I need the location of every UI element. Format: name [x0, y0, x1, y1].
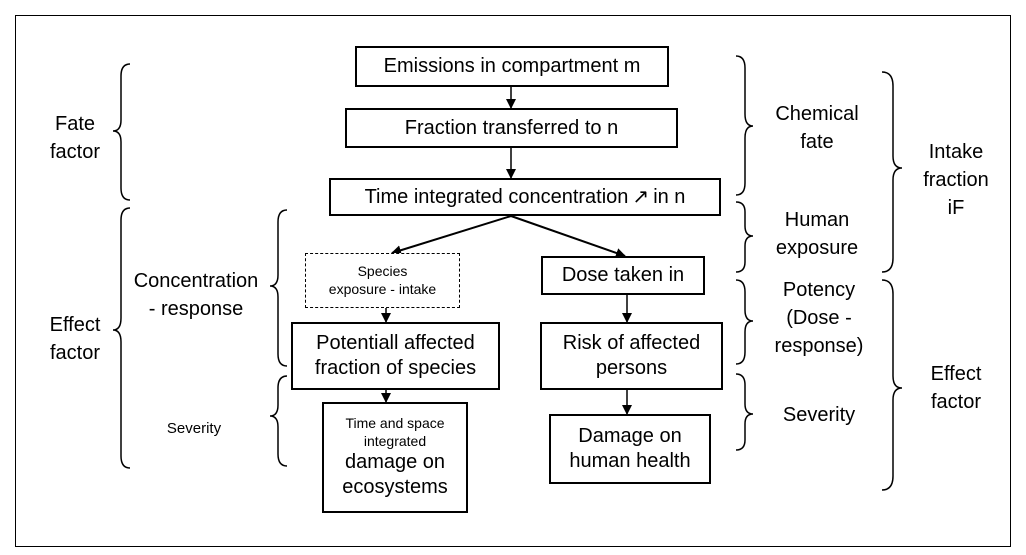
label-chemical-fate: Chemical fate: [757, 98, 877, 158]
node-potentially-affected-fraction: Potentiall affected fraction of species: [291, 322, 500, 390]
arrow-concentration-to-species: [391, 215, 512, 256]
label-fate-line1: Fate: [54, 113, 96, 135]
label-conc-resp-line2: - response: [148, 298, 244, 320]
node-human-damage-line1: Damage on: [578, 425, 682, 447]
label-human-exp-line2: exposure: [775, 237, 859, 259]
label-potency-line1: Potency: [782, 279, 856, 301]
label-intake-fraction: Intake fraction iF: [908, 136, 1004, 224]
brace-severity-right: [735, 373, 754, 451]
label-severity-right-text: Severity: [782, 404, 856, 426]
increase-arrow-icon: ↗: [632, 185, 650, 208]
label-fate-line2: factor: [49, 141, 101, 163]
node-human-health-damage: Damage on human health: [549, 414, 711, 484]
label-concentration-response: Concentration - response: [120, 264, 272, 326]
label-potency: Potency (Dose - response): [757, 274, 881, 362]
node-species-exposure: Species exposure - intake: [305, 253, 460, 308]
label-effect-factor-left: Effect factor: [30, 309, 120, 369]
node-species-exposure-line2: exposure - intake: [328, 280, 437, 297]
node-risk-line2: persons: [595, 357, 668, 379]
label-intake-line2: fraction: [923, 169, 989, 191]
label-effect-right-line2: factor: [930, 391, 982, 413]
brace-severity-left: [269, 375, 288, 467]
node-time-integrated-concentration: Time integrated concentration ↗ in n: [329, 178, 721, 216]
node-emissions-label: Emissions in compartment m: [383, 55, 641, 77]
brace-effect-factor-right: [881, 279, 903, 491]
node-paf-line1: Potentiall affected: [316, 332, 475, 354]
label-human-exposure: Human exposure: [757, 204, 877, 264]
brace-intake-fraction: [881, 71, 903, 273]
label-chem-fate-line1: Chemical: [775, 103, 859, 125]
diagram-frame: [15, 15, 1011, 547]
node-eco-damage-line3: damage on: [344, 451, 446, 473]
label-effect-left-line1: Effect: [49, 314, 101, 336]
node-emissions: Emissions in compartment m: [355, 46, 669, 87]
label-effect-right-line1: Effect: [930, 363, 982, 385]
node-risk-affected-persons: Risk of affected persons: [540, 322, 723, 390]
brace-concentration-response: [269, 209, 288, 367]
node-fraction-label: Fraction transferred to n: [404, 116, 619, 139]
label-potency-line2: (Dose -: [786, 307, 852, 329]
node-eco-damage-line2: integrated: [363, 432, 427, 449]
label-severity-left: Severity: [150, 416, 238, 440]
arrow-concentration-to-dose: [510, 215, 626, 258]
brace-human-exposure: [735, 201, 754, 273]
node-human-damage-line2: human health: [569, 450, 691, 472]
label-effect-left-line2: factor: [49, 342, 101, 364]
brace-fate-factor: [112, 63, 131, 201]
label-severity-right: Severity: [757, 400, 881, 430]
label-potency-line3: response): [774, 335, 864, 357]
label-human-exp-line1: Human: [784, 209, 850, 231]
brace-chemical-fate: [735, 55, 754, 196]
label-intake-line3: iF: [947, 197, 965, 219]
brace-potency: [735, 279, 754, 365]
label-conc-resp-line1: Concentration: [133, 270, 259, 292]
label-chem-fate-line2: fate: [800, 131, 834, 153]
node-fraction-transferred: Fraction transferred to n: [345, 108, 678, 148]
label-fate-factor: Fate factor: [30, 108, 120, 168]
label-effect-factor-right: Effect factor: [908, 358, 1004, 418]
node-dose-label: Dose taken in: [561, 264, 685, 286]
node-time-conc-label: Time integrated concentration: [364, 185, 629, 208]
node-eco-damage-line1: Time and space: [345, 415, 445, 431]
node-dose-taken-in: Dose taken in: [541, 256, 705, 295]
label-severity-left-text: Severity: [166, 419, 222, 437]
node-time-conc-suffix: in n: [653, 185, 686, 208]
node-ecosystem-damage: Time and space integrated damage on ecos…: [322, 402, 468, 513]
node-species-exposure-line1: Species: [357, 263, 408, 279]
node-eco-damage-line4: ecosystems: [342, 476, 448, 498]
label-intake-line1: Intake: [928, 141, 984, 163]
node-paf-line2: fraction of species: [314, 357, 477, 379]
node-risk-line1: Risk of affected: [562, 332, 701, 354]
brace-effect-factor-left: [112, 207, 131, 469]
